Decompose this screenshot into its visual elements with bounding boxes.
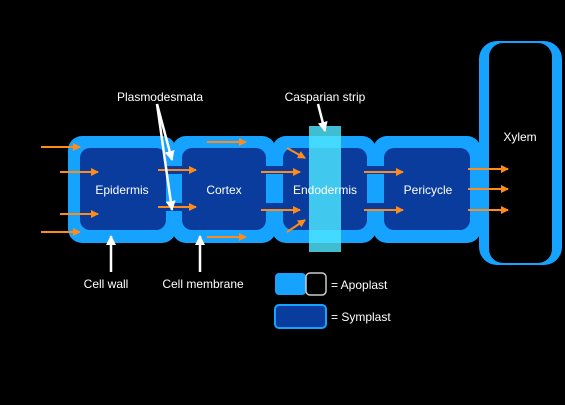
pericycle-label: Pericycle — [404, 183, 453, 197]
pointer-arrows — [106, 103, 328, 272]
legend: = Apoplast = Symplast — [274, 272, 391, 329]
legend-symplast-label: = Symplast — [331, 310, 391, 324]
legend-apoplast-swatch — [275, 273, 306, 295]
cortex-label: Cortex — [206, 183, 241, 197]
casparian-strip — [309, 126, 341, 252]
xylem-vessel-lumen — [489, 43, 552, 263]
legend-apoplast-swatch-empty — [305, 272, 327, 296]
casparian-strip-label: Casparian strip — [285, 90, 366, 104]
epidermis-label: Epidermis — [95, 183, 148, 197]
legend-apoplast-label: = Apoplast — [331, 278, 388, 292]
xylem-label: Xylem — [503, 130, 536, 144]
epidermis-cytoplasm — [80, 148, 166, 230]
pericycle-cytoplasm — [384, 148, 470, 230]
apoplast-arrows — [41, 138, 306, 241]
cell-wall-label: Cell wall — [84, 277, 129, 291]
legend-symplast-swatch — [274, 304, 327, 329]
endodermis-label: Endodermis — [293, 183, 357, 197]
cell-membrane-label: Cell membrane — [162, 277, 244, 291]
plasmodesmata-label: Plasmodesmata — [117, 90, 203, 104]
symplast-arrows — [60, 165, 509, 218]
cortex-cytoplasm — [182, 148, 266, 230]
